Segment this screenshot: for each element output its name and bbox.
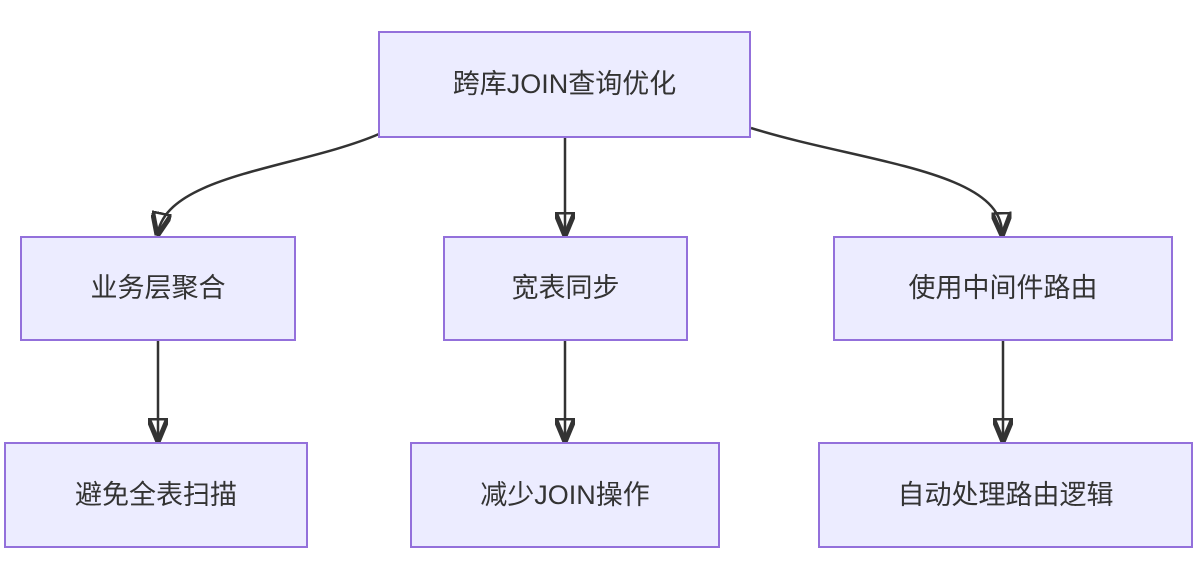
node-wide-table-sync: 宽表同步 xyxy=(443,236,688,341)
node-auto-routing-logic: 自动处理路由逻辑 xyxy=(818,442,1193,548)
node-join-label: 减少JOIN操作 xyxy=(480,479,650,510)
node-biz-label: 业务层聚合 xyxy=(90,273,226,304)
node-business-layer-aggregation: 业务层聚合 xyxy=(20,236,296,341)
node-root-label: 跨库JOIN查询优化 xyxy=(452,69,677,100)
node-middleware-routing: 使用中间件路由 xyxy=(833,236,1173,341)
node-wide-label: 宽表同步 xyxy=(511,273,620,304)
node-avoid-full-table-scan: 避免全表扫描 xyxy=(4,442,308,548)
node-scan-label: 避免全表扫描 xyxy=(75,479,237,510)
node-mw-label: 使用中间件路由 xyxy=(908,273,1098,304)
node-root: 跨库JOIN查询优化 xyxy=(378,31,751,138)
edge-root-mw xyxy=(750,126,1002,232)
node-reduce-join-operations: 减少JOIN操作 xyxy=(410,442,720,548)
edge-root-biz xyxy=(158,132,380,232)
node-route-label: 自动处理路由逻辑 xyxy=(897,479,1114,510)
